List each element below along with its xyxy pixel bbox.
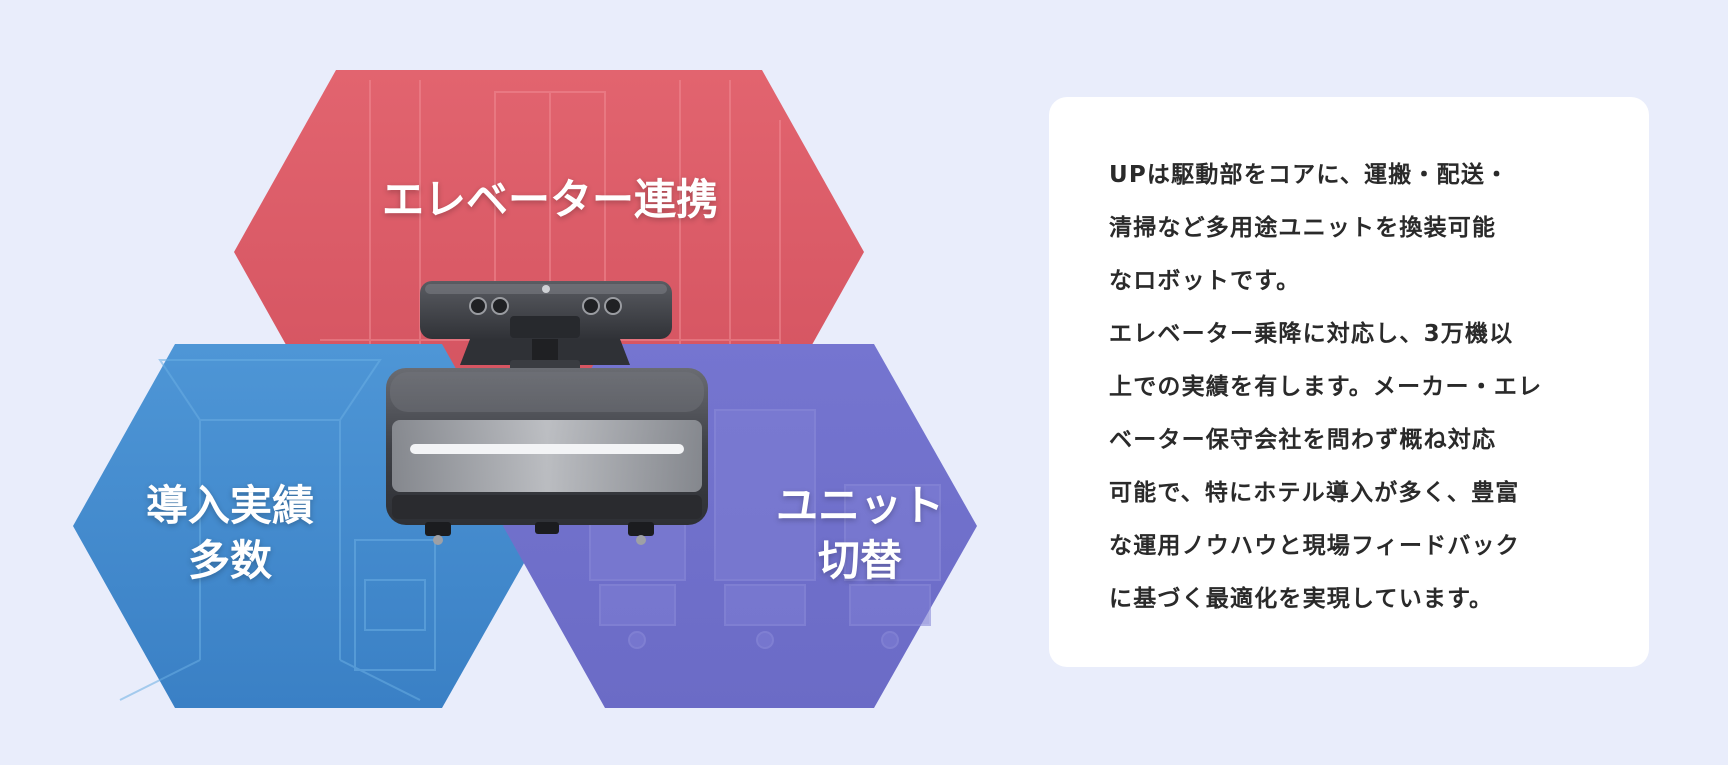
description-line: な運用ノウハウと現場フィードバック: [1109, 533, 1520, 559]
description-line: UPは駆動部をコアに、運搬・配送・: [1109, 162, 1510, 188]
hexagon-elevator: [234, 70, 864, 434]
hexagon-unit-label-line-2: 切替: [817, 536, 902, 586]
hexagon-intro-label: 導入実績 多数: [100, 478, 360, 589]
description-line: ベーター保守会社を問わず概ね対応: [1109, 427, 1497, 453]
hexagon-unit-label: ユニット 切替: [735, 478, 985, 589]
description-card: UPは駆動部をコアに、運搬・配送・ 清掃など多用途ユニットを換装可能 なロボット…: [1049, 97, 1649, 667]
description-line: に基づく最適化を実現しています。: [1109, 586, 1494, 612]
description-line: エレベーター乗降に対応し、3万機以: [1109, 321, 1514, 347]
description-line: 清掃など多用途ユニットを換装可能: [1109, 215, 1497, 241]
description-paragraph-2: エレベーター乗降に対応し、3万機以 上での実績を有します。メーカー・エレ ベータ…: [1109, 308, 1589, 626]
hexagon-elevator-label-line: エレベーター連携: [381, 175, 718, 224]
delivery-robot-icon: [386, 281, 708, 545]
description-line: 可能で、特にホテル導入が多く、豊富: [1109, 480, 1520, 506]
description-line: 上での実績を有します。メーカー・エレ: [1109, 374, 1543, 400]
hexagon-intro-label-line-1: 導入実績: [145, 481, 314, 530]
description-line: なロボットです。: [1109, 268, 1301, 294]
hexagon-unit: [503, 344, 977, 708]
hexagon-unit-label-line-1: ユニット: [775, 481, 944, 530]
hexagon-elevator-label: エレベーター連携: [330, 172, 770, 227]
hexagon-intro-label-line-2: 多数: [187, 536, 272, 586]
description-paragraph-1: UPは駆動部をコアに、運搬・配送・ 清掃など多用途ユニットを換装可能 なロボット…: [1109, 149, 1589, 308]
